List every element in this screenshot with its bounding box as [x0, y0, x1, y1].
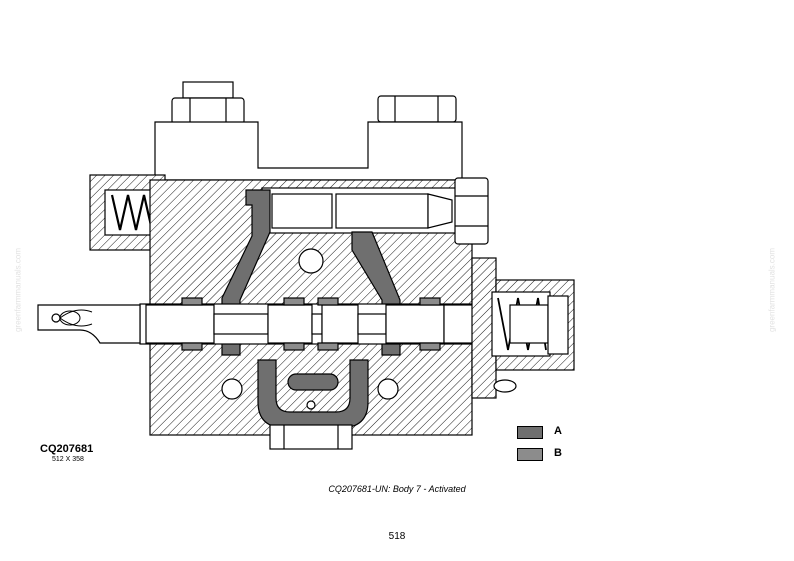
legend-swatch-a — [517, 426, 543, 439]
page-number: 518 — [388, 531, 406, 542]
bottom-plug — [269, 424, 353, 450]
top-left-cap-nut — [171, 81, 245, 125]
spool — [145, 304, 505, 344]
top-right-cap-nut — [377, 95, 457, 123]
upper-right-plug — [454, 177, 489, 245]
spool-seal-grooves — [181, 297, 441, 351]
port-upper — [298, 248, 324, 274]
legend-label-a: A — [554, 425, 562, 437]
spool-clevis-end — [37, 304, 141, 344]
figure-caption: CQ207681-UN: Body 7 - Activated — [328, 484, 466, 494]
figure-size: 512 X 358 — [52, 456, 84, 463]
figure-id: CQ207681 — [40, 443, 94, 455]
legend-label-b: B — [554, 447, 562, 459]
spool-centering-spring-cap — [471, 257, 575, 399]
legend-swatch-b — [517, 448, 543, 461]
port-lower-left — [221, 378, 243, 400]
port-lower-right — [377, 378, 399, 400]
watermark-left-text: greenfarmmanuals.com — [13, 247, 23, 333]
watermark-right-text: greenfarmmanuals.com — [767, 247, 777, 333]
upper-valve-housing — [154, 121, 463, 181]
